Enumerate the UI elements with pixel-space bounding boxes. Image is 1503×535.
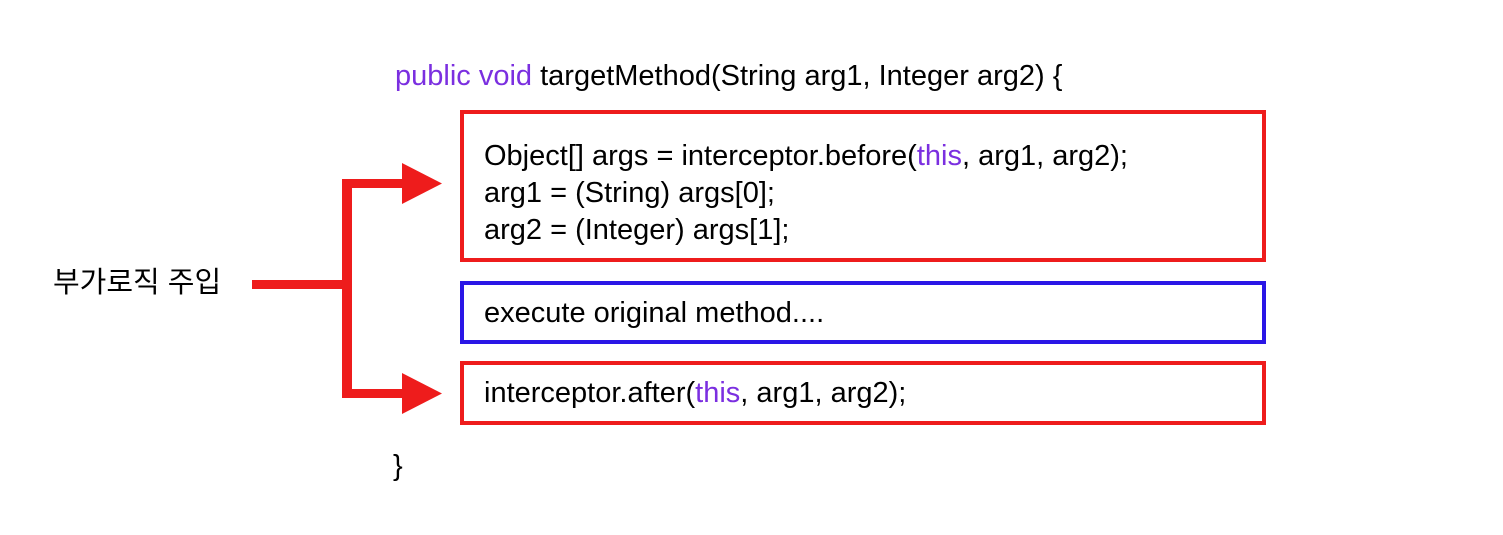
after-line-suffix: , arg1, arg2); [740, 377, 907, 409]
before-line-2: arg1 = (String) args[0]; [484, 177, 775, 209]
method-signature: public void targetMethod(String arg1, In… [395, 58, 1062, 95]
before-line-1: Object[] args = interceptor.before(this,… [484, 138, 1128, 175]
keyword-this: this [916, 140, 962, 172]
method-signature-text: targetMethod(String arg1, Integer arg2) … [532, 60, 1063, 92]
arrow-bottom-shaft [342, 389, 410, 398]
injection-label: 부가로직 주입 [53, 267, 222, 299]
before-line-1-suffix: , arg1, arg2); [961, 140, 1128, 172]
keyword-public: public [395, 60, 471, 92]
arrow-top-head [402, 163, 442, 204]
closing-brace: } [393, 450, 403, 482]
after-line: interceptor.after(this, arg1, arg2); [484, 375, 906, 412]
keyword-this: this [695, 377, 741, 409]
after-interceptor-box: interceptor.after(this, arg1, arg2); [460, 361, 1266, 425]
arrow-stem [252, 280, 352, 289]
arrow-bottom-head [402, 373, 442, 414]
keyword-void: void [478, 60, 533, 92]
original-method-box: execute original method.... [460, 281, 1266, 344]
original-method-text: execute original method.... [484, 297, 825, 329]
arrow-bracket [342, 179, 352, 398]
after-line-prefix: interceptor.after( [484, 377, 696, 409]
before-interceptor-box: Object[] args = interceptor.before(this,… [460, 110, 1266, 262]
before-line-3: arg2 = (Integer) args[1]; [484, 214, 790, 246]
arrow-top-shaft [342, 179, 410, 188]
before-line-1-prefix: Object[] args = interceptor.before( [484, 140, 917, 172]
